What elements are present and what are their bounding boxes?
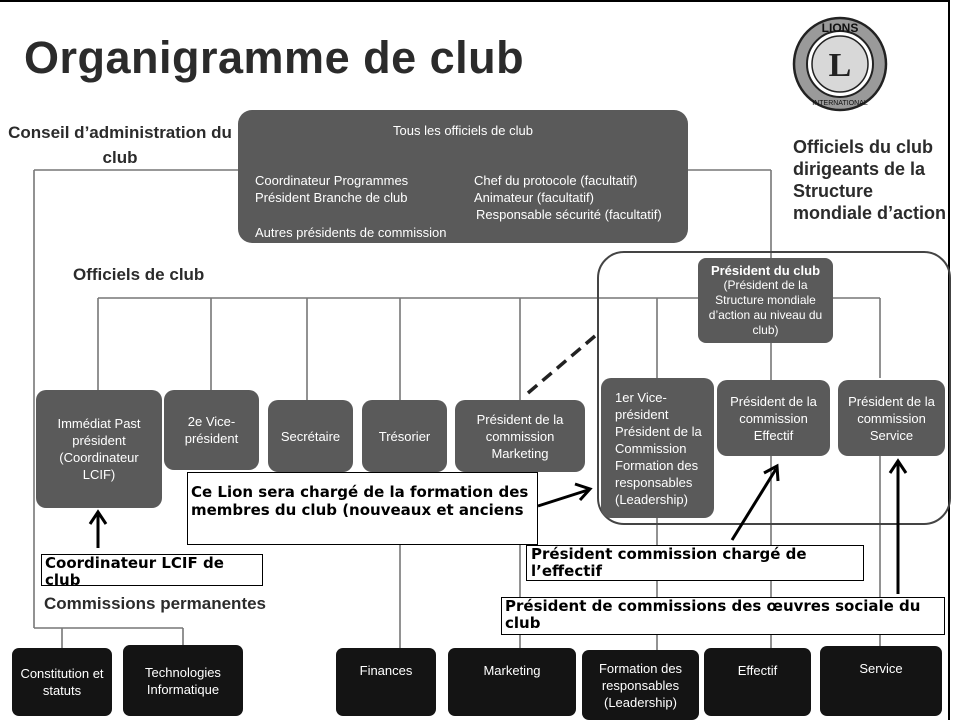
protocol-chief: Chef du protocole (facultatif) xyxy=(474,173,638,188)
club-president-title: Président du club xyxy=(710,263,821,278)
program-coordinator: Coordinateur Programmes xyxy=(255,173,409,188)
svg-text:LIONS: LIONS xyxy=(822,21,859,35)
club-president-box: Président du club (Président de la Struc… xyxy=(698,258,833,343)
note-lcif-coordinator: Coordinateur LCIF de club xyxy=(41,554,263,589)
committee-constitution: Constitution et statuts xyxy=(12,648,112,716)
other-committee-chairs: Autres présidents de commission xyxy=(255,225,447,240)
gat-header: Officiels du club dirigeants de la Struc… xyxy=(793,137,947,223)
marketing-chair-box: Président de la commission Marketing xyxy=(455,400,585,472)
page-title: Organigramme de club xyxy=(24,32,525,83)
tail-twister: Animateur (facultatif) xyxy=(474,190,594,205)
past-president-box: Immédiat Past président (Coordinateur LC… xyxy=(36,390,162,508)
committee-membership: Effectif xyxy=(704,648,811,716)
committee-finances: Finances xyxy=(336,648,436,716)
officers-header: Officiels de club xyxy=(73,265,205,284)
membership-chair-box: Président de la commission Effectif xyxy=(717,380,830,456)
secretary-box: Secrétaire xyxy=(268,400,353,472)
first-vp-box: 1er Vice-président Président de la Commi… xyxy=(601,378,714,518)
all-officers-box: Tous les officiels de club Coordinateur … xyxy=(238,110,688,243)
treasurer-box: Trésorier xyxy=(362,400,447,472)
svg-text:INTERNATIONAL: INTERNATIONAL xyxy=(812,100,868,107)
note-service-chair: Président de commissions des œuvres soci… xyxy=(501,597,945,635)
club-president-subtitle: (Président de la Structure mondiale d’ac… xyxy=(708,278,823,337)
note-membership-chair: Président commission chargé de l’effecti… xyxy=(526,545,864,581)
svg-text:L: L xyxy=(829,47,852,84)
note-leadership-training: Ce Lion sera chargé de la formation des … xyxy=(187,472,538,545)
safety-officer: Responsable sécurité (facultatif) xyxy=(476,207,662,222)
second-vp-box: 2e Vice-président xyxy=(164,390,259,470)
service-chair-box: Président de la commission Service xyxy=(838,380,945,456)
committee-marketing: Marketing xyxy=(448,648,576,716)
committee-leadership: Formation des responsables (Leadership) xyxy=(582,650,699,720)
board-header: Conseil d’administration du club xyxy=(8,123,232,167)
committee-service: Service xyxy=(820,646,942,716)
standing-committees-header: Commissions permanentes xyxy=(44,594,267,613)
branch-president: Président Branche de club xyxy=(255,190,408,205)
all-officers-heading: Tous les officiels de club xyxy=(393,123,533,138)
lions-logo: L LIONS INTERNATIONAL xyxy=(792,16,888,112)
committee-it: Technologies Informatique xyxy=(123,645,243,716)
